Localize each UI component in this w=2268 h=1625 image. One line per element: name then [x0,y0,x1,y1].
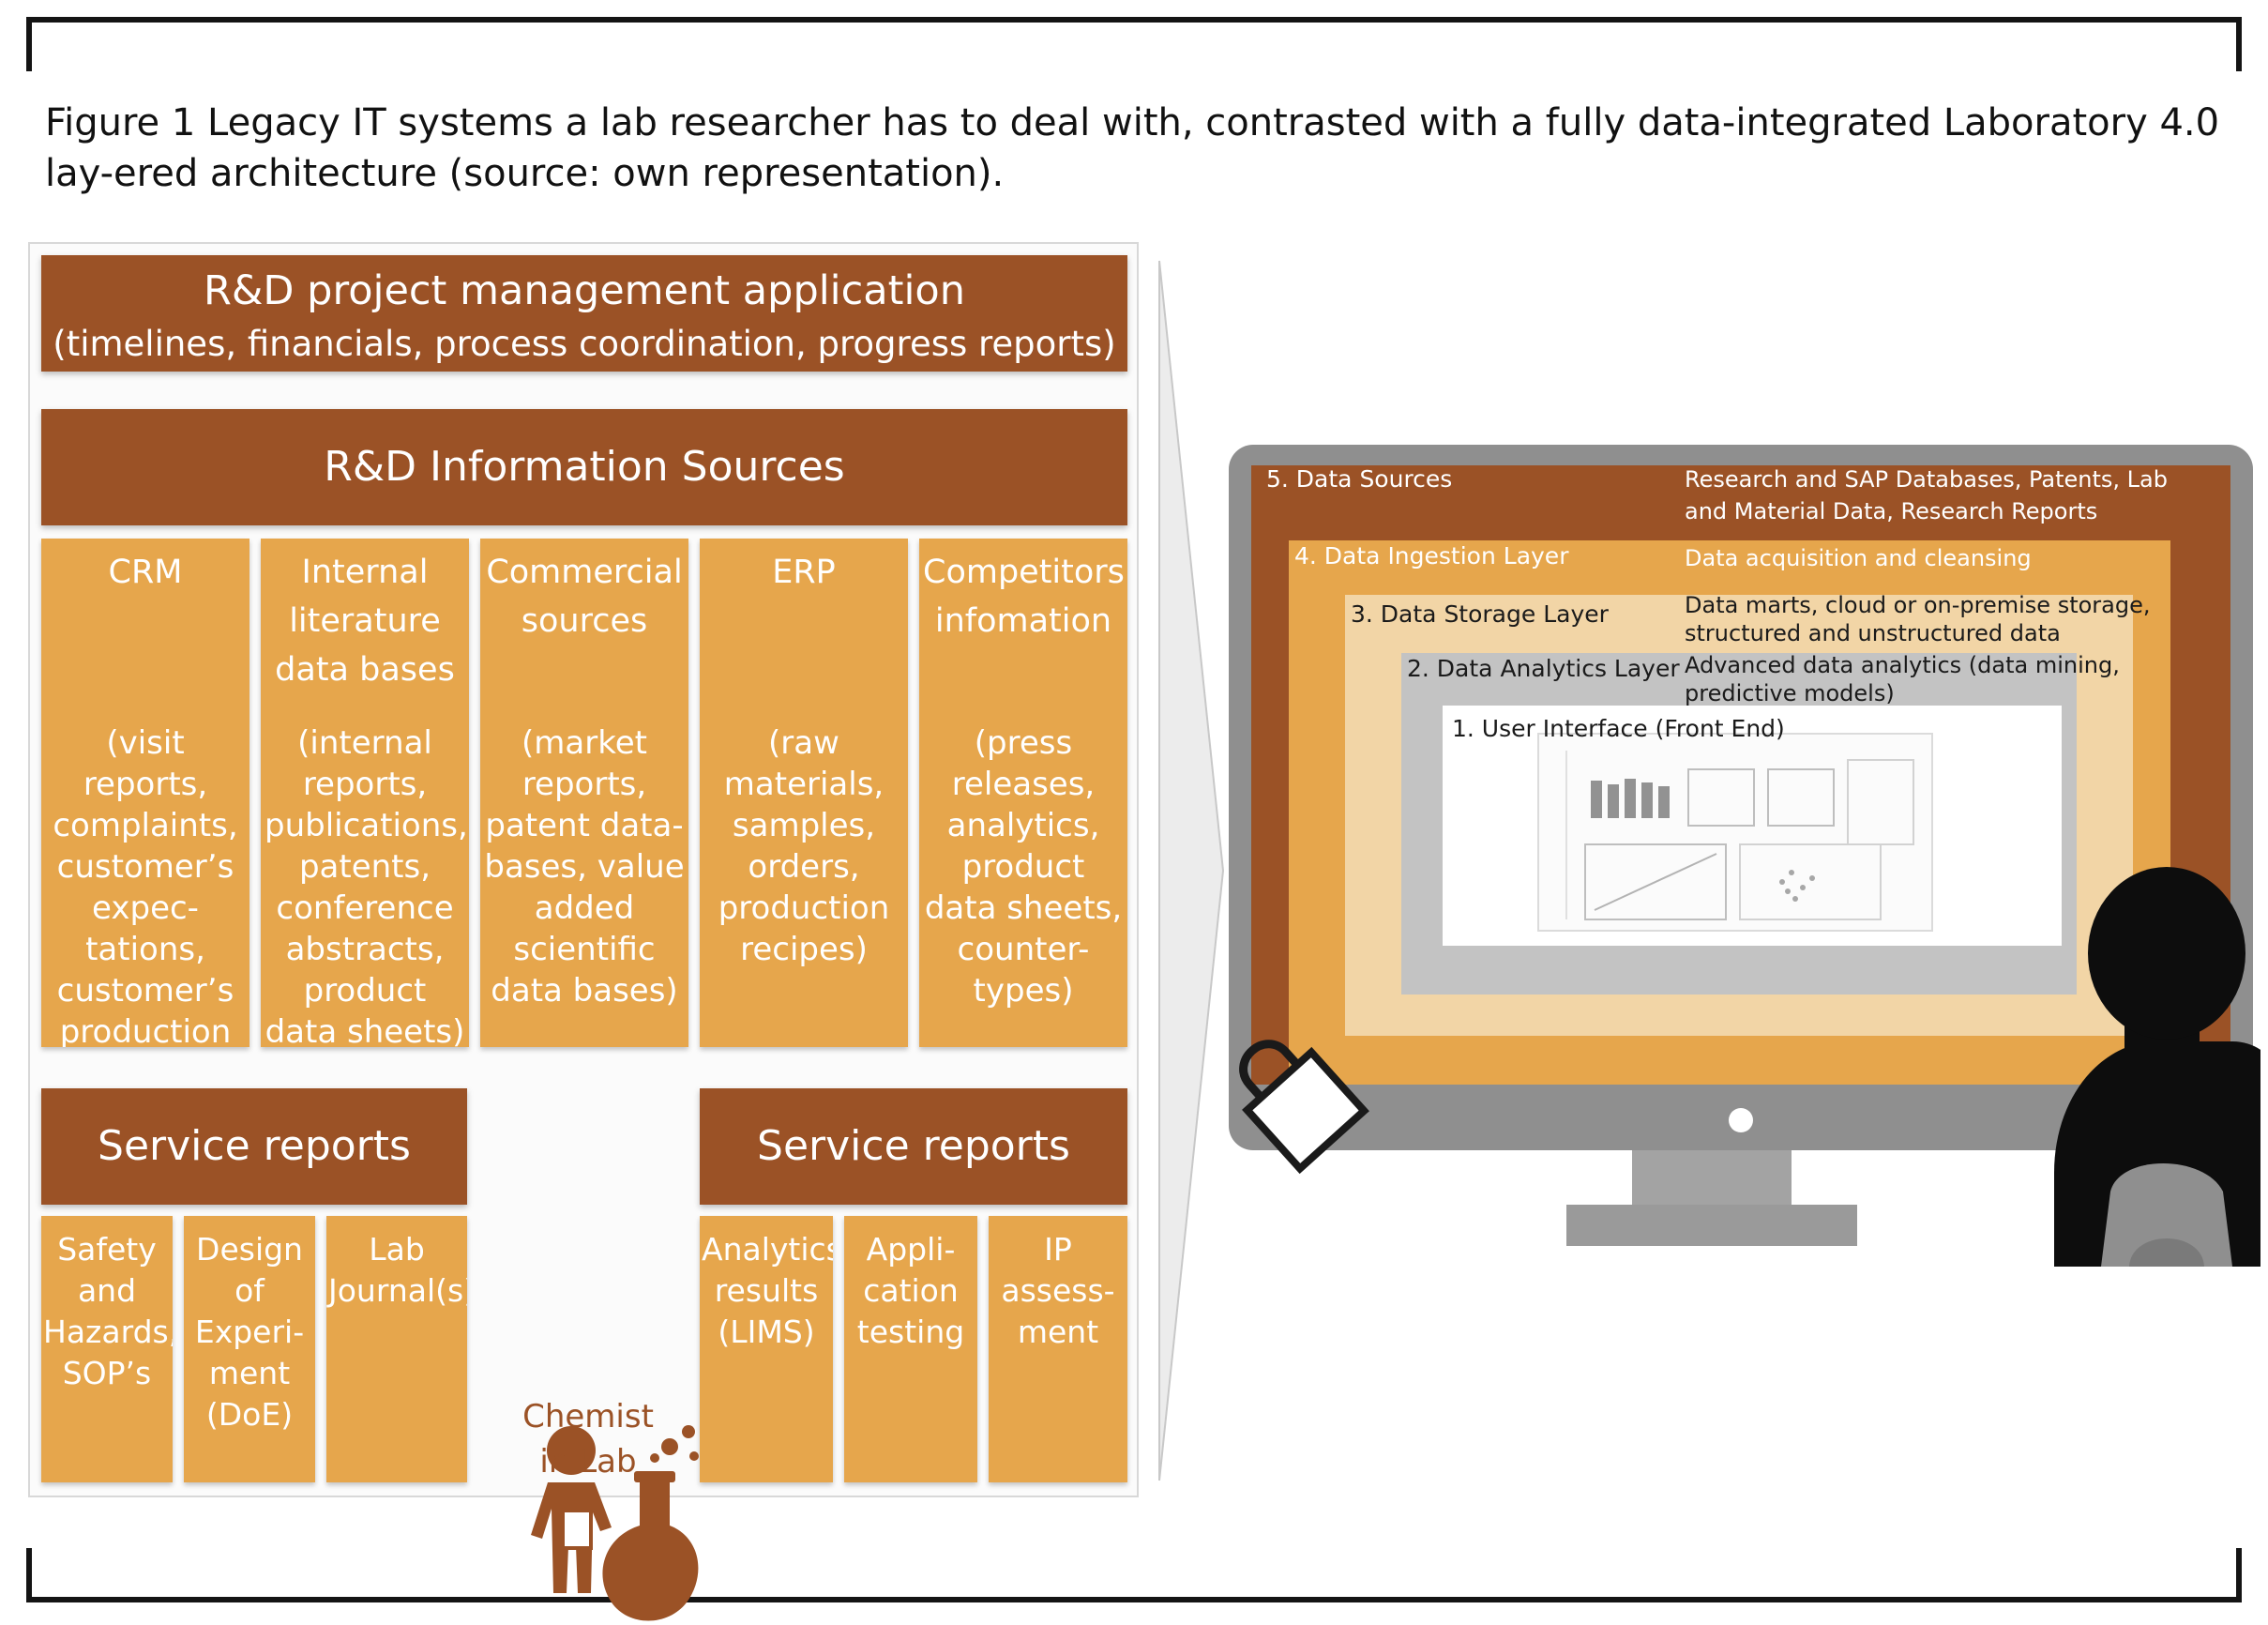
service-item-lab-journal: Lab Journal(s) [326,1216,467,1482]
information-sources-header: R&D Information Sources [41,409,1127,525]
padlock-icon [1239,1040,1369,1175]
info-source-body: (raw materials, samples, orders, product… [718,724,890,968]
info-source-competitors: Competitors infomation (press releases, … [919,539,1127,1047]
layer-2-label: 2. Data Analytics Layer [1407,655,1680,682]
service-reports-right-header: Service reports [700,1088,1127,1205]
dashboard-thumbnail [1537,733,1933,932]
person-silhouette [2054,867,2260,1267]
info-source-body: (visit reports, complaints, customer’s e… [53,724,238,1047]
service-reports-left-header: Service reports [41,1088,467,1205]
frame-bottom-bracket [26,1548,2242,1602]
layer-4-label: 4. Data Ingestion Layer [1294,542,1569,570]
info-source-body: (press releases, analytics, product data… [924,724,1123,1010]
project-management-subtitle: (timelines, financials, process coordina… [53,324,1116,364]
monitor-illustration [1229,445,2260,1267]
info-source-erp: ERP (raw materials, samples, orders, pro… [700,539,908,1047]
service-item-ip-assessment: IP assess-ment [989,1216,1127,1482]
project-management-title: R&D project management application [203,267,965,314]
service-item-safety: Safety and Hazards, SOP’s [41,1216,173,1482]
layer-5-label: 5. Data Sources [1266,465,1453,493]
info-source-title: CRM [108,554,183,591]
info-source-commercial: Commercial sources (market reports, pate… [480,539,688,1047]
info-source-body: (internal reports, publications, patents… [265,724,468,1047]
info-source-crm: CRM (visit reports, complaints, customer… [41,539,249,1047]
info-source-title: Competitors infomation [923,554,1125,640]
frame-top-bracket [26,17,2242,71]
service-item-doe: Design of Experi-ment (DoE) [184,1216,315,1482]
info-source-internal-literature: Internal literature data bases (internal… [261,539,469,1047]
transition-arrow [1158,260,1225,1481]
layer-3-label: 3. Data Storage Layer [1351,600,1609,628]
chemist-label: Chemist in Lab [522,1398,654,1481]
info-source-body: (market reports, patent data-bases, valu… [484,724,685,1010]
info-source-title: Internal literature data bases [275,554,455,689]
service-item-application-testing: Appli-cation testing [844,1216,977,1482]
layer-2-desc: Advanced data analytics (data mining, pr… [1685,652,2120,706]
info-source-title: ERP [772,554,836,591]
legacy-systems-panel: R&D project management application (time… [28,242,1139,1621]
service-item-analytics: Analytics results (LIMS) [700,1216,833,1482]
layer-4-desc: Data acquisition and cleansing [1685,545,2032,571]
layer-5-desc: Research and SAP Databases, Patents, Lab… [1685,466,2168,524]
layer-3-desc: Data marts, cloud or on-premise storage,… [1685,592,2151,646]
chemist-icon [531,1425,699,1621]
figure-caption: Figure 1 Legacy IT systems a lab researc… [45,101,2220,195]
layer-1-label: 1. User Interface (Front End) [1452,715,1785,742]
project-management-box: R&D project management application (time… [41,255,1127,372]
info-source-title: Commercial sources [486,554,683,640]
